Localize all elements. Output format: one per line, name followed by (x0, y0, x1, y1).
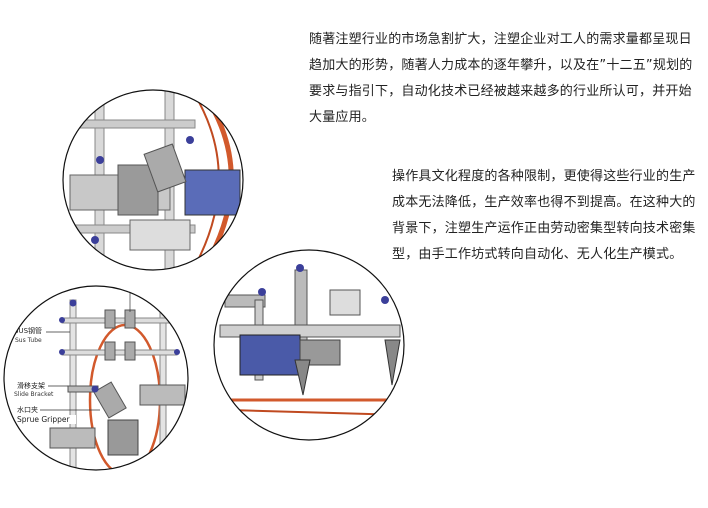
side-view-image (213, 249, 405, 441)
label-slide-bracket-cn: 滑移支架 (17, 381, 45, 390)
label-sus-tube-cn: SUS钢管 (14, 326, 42, 335)
background-paragraph: 操作具文化程度的各种限制，更使得这些行业的生产成本无法降低，生产效率也得不到提高… (392, 169, 696, 262)
gripper-closeup-image (62, 89, 244, 271)
label-slide-bracket-en: Slide Bracket (14, 391, 54, 398)
intro-paragraph: 随著注塑行业的市场急割扩大，注塑企业对工人的需求量都呈现日趋加大的形势，随著人力… (309, 32, 693, 125)
label-sus-tube-en: Sus Tube (15, 337, 42, 344)
label-sprue-gripper-cn: 水口夹 (17, 405, 38, 414)
labelled-front-view-image: Manipulator SUS钢管 Sus Tube 滑移支架 Slide Br… (3, 281, 189, 471)
label-manipulator: Manipulator (96, 281, 132, 288)
sprue-gripper-label-backdrop (16, 415, 76, 424)
label-sprue-gripper-en: Sprue Gripper (17, 415, 70, 424)
